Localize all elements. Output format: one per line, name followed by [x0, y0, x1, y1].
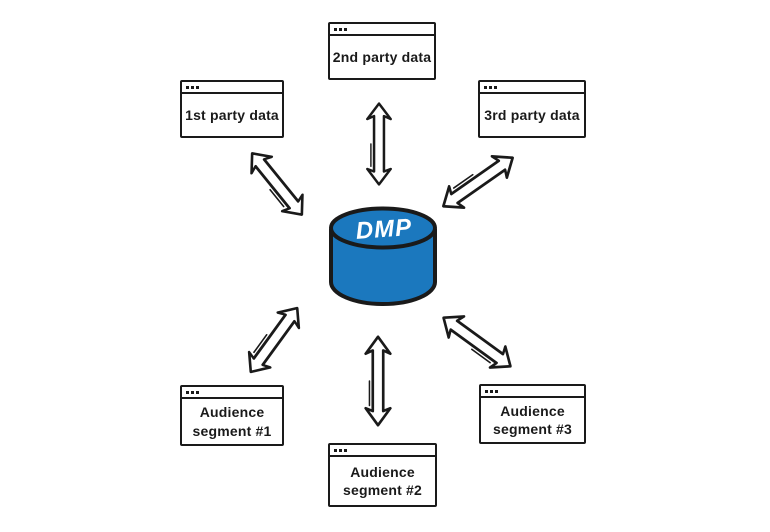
window-dot-icon [334, 27, 337, 31]
node-first-party-data: 1st party data [180, 80, 284, 138]
arrow-dmp-audience-2-icon [364, 335, 392, 427]
window-dot-icon [339, 27, 342, 31]
arrow-dmp-second-party-icon [366, 102, 392, 186]
window-dot-icon [334, 448, 337, 452]
arrow-dmp-third-party-icon [434, 145, 522, 219]
window-dot-icon [344, 448, 347, 452]
window-dot-icon [489, 85, 492, 89]
window-dot-icon [186, 390, 189, 394]
node-audience-segment-3: Audience segment #3 [479, 384, 586, 444]
window-dot-icon [191, 390, 194, 394]
node-label: Audience segment #1 [192, 404, 272, 439]
window-dot-icon [339, 448, 342, 452]
window-dot-icon [191, 85, 194, 89]
node-audience-segment-1: Audience segment #1 [180, 385, 284, 446]
node-label: 1st party data [185, 106, 279, 123]
node-audience-segment-2: Audience segment #2 [328, 443, 437, 507]
window-dot-icon [490, 389, 493, 393]
dmp-label: DMP [355, 214, 413, 245]
window-dot-icon [485, 389, 488, 393]
window-titlebar [481, 386, 584, 398]
window-titlebar [330, 445, 435, 457]
node-second-party-data: 2nd party data [328, 22, 436, 80]
node-label: Audience segment #3 [492, 402, 573, 437]
window-dot-icon [484, 85, 487, 89]
window-titlebar [182, 82, 282, 94]
node-label: Audience segment #2 [342, 463, 423, 498]
window-dot-icon [494, 85, 497, 89]
arrow-dmp-first-party-icon [240, 143, 314, 225]
arrow-dmp-audience-1-icon [238, 299, 310, 381]
window-dot-icon [196, 85, 199, 89]
node-label: 2nd party data [332, 48, 432, 65]
window-dot-icon [344, 27, 347, 31]
window-titlebar [480, 82, 584, 94]
window-titlebar [330, 24, 434, 36]
arrow-dmp-audience-3-icon [434, 305, 520, 379]
node-third-party-data: 3rd party data [478, 80, 586, 138]
node-label: 3rd party data [484, 106, 580, 123]
window-titlebar [182, 387, 282, 399]
window-dot-icon [495, 389, 498, 393]
window-dot-icon [186, 85, 189, 89]
dmp-database-cylinder: DMP [329, 206, 437, 306]
window-dot-icon [196, 390, 199, 394]
